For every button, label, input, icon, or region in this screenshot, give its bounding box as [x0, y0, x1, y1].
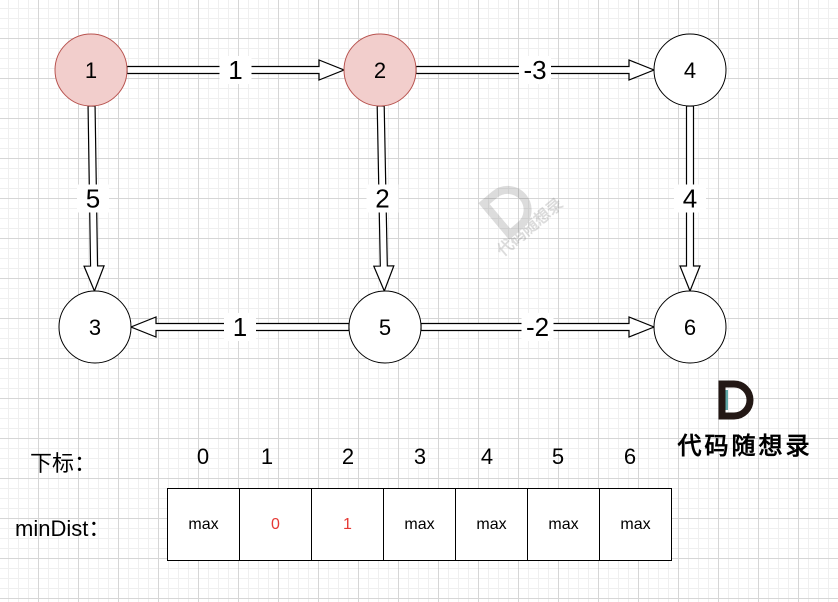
node-circle: [348, 290, 422, 364]
edge-2-5: 2: [366, 105, 399, 293]
index-3: 3: [413, 444, 427, 469]
node-circle: [653, 33, 727, 107]
edge-label-bg: [674, 184, 706, 213]
edge-weight-label: -3: [523, 55, 546, 85]
node-circle: [54, 33, 128, 107]
mindist-cell-2: 1: [311, 488, 384, 561]
node-circle: [343, 33, 417, 107]
index-1: 1: [260, 444, 274, 469]
node-5: 5: [348, 290, 422, 364]
mindist-cell-1: 0: [239, 488, 312, 561]
edge-1-2: 1: [126, 55, 346, 85]
edge-label-bg: [219, 56, 252, 84]
node-label: 1: [85, 58, 97, 83]
mindist-cell-4: max: [455, 488, 528, 561]
node-1: 1: [54, 33, 128, 107]
edge-weight-label: 1: [228, 55, 242, 85]
node-label: 4: [684, 58, 696, 83]
edge-label-bg: [521, 313, 554, 341]
index-6: 6: [623, 444, 637, 469]
logo: 代码随想录: [660, 380, 830, 461]
mindist-cell-5: max: [527, 488, 600, 561]
node-4: 4: [653, 33, 727, 107]
node-6: 6: [653, 290, 727, 364]
node-label: 2: [374, 58, 386, 83]
edge-1-3: 5: [77, 105, 109, 293]
edge-5-3: 1: [129, 312, 350, 342]
node-3: 3: [58, 290, 132, 364]
edge-weight-label: 2: [375, 184, 389, 214]
index-5: 5: [551, 444, 565, 469]
node-label: 5: [379, 315, 391, 340]
edge-weight-label: -2: [526, 312, 549, 342]
edge-2-4: -3: [415, 55, 656, 85]
edge-5-6: -2: [420, 312, 656, 342]
node-label: 6: [684, 315, 696, 340]
index-label: 下标：: [30, 451, 97, 476]
index-0: 0: [196, 444, 210, 469]
mindist-cell-3: max: [383, 488, 456, 561]
edge-weight-label: 1: [233, 312, 247, 342]
index-2: 2: [341, 444, 355, 469]
logo-text: 代码随想录: [677, 431, 813, 460]
graph-diagram: 1 -3 5 2 4 1 -2 1 2 3 4 5 6: [54, 33, 727, 364]
logo-d-icon: [718, 380, 758, 420]
edge-weight-label: 5: [86, 184, 100, 214]
index-4: 4: [480, 444, 494, 469]
edge-4-6: 4: [674, 105, 706, 293]
edge-label-bg: [519, 56, 551, 84]
node-circle: [653, 290, 727, 364]
mindist-cell-6: max: [599, 488, 672, 561]
edge-weight-label: 4: [683, 184, 697, 214]
node-2: 2: [343, 33, 417, 107]
mindist-label: minDist：: [15, 516, 111, 541]
edge-label-bg: [77, 184, 109, 213]
mindist-cell-0: max: [167, 488, 240, 561]
node-circle: [58, 290, 132, 364]
edge-label-bg: [224, 313, 256, 341]
node-label: 3: [89, 315, 101, 340]
edge-label-bg: [366, 184, 399, 213]
